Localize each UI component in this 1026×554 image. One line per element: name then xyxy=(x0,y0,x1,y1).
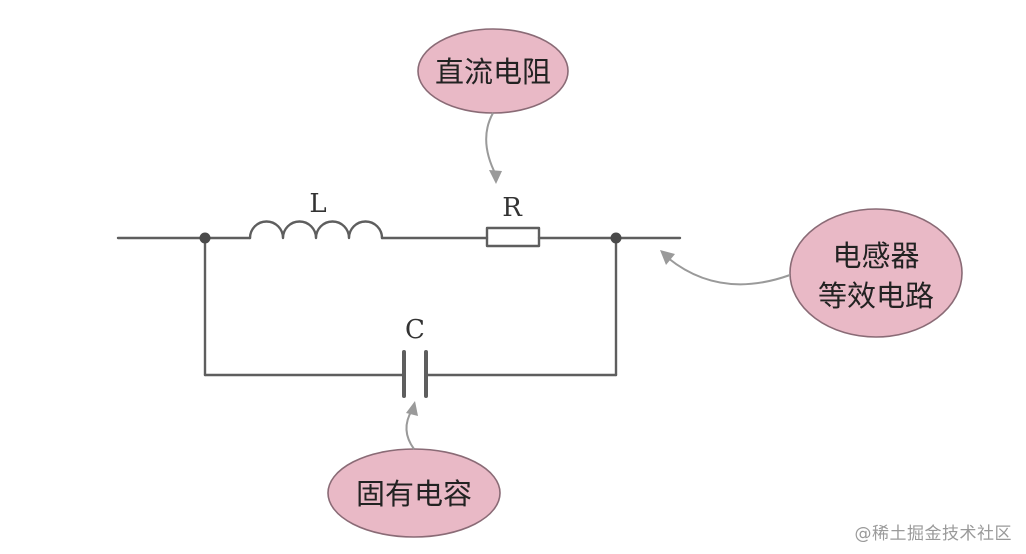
callout-equivalent-circuit-line2: 等效电路 xyxy=(818,279,934,313)
resistor-symbol xyxy=(485,226,541,248)
callout-equivalent-circuit-line1: 电感器 xyxy=(832,239,919,273)
capacitor-label: C xyxy=(405,315,425,345)
junction-right xyxy=(610,232,622,244)
callout-dc-resistance-arrow xyxy=(485,112,497,176)
callout-dc-resistance-text: 直流电阻 xyxy=(435,55,551,89)
watermark: @稀土掘金技术社区 xyxy=(854,524,1012,544)
resistor-label: R xyxy=(502,193,523,223)
callout-inherent-capacitance-arrow xyxy=(405,409,415,450)
callout-dc-resistance-arrowhead xyxy=(489,170,502,184)
junction-left xyxy=(199,232,211,244)
callout-inherent-capacitance-text: 固有电容 xyxy=(356,477,472,511)
callout-equivalent-circuit-arrowhead xyxy=(660,250,675,265)
callout-inherent-capacitance-arrowhead xyxy=(406,401,418,416)
callout-equivalent-circuit-bubble xyxy=(789,208,963,338)
callout-equivalent-circuit-arrow xyxy=(667,257,791,286)
inductor-symbol xyxy=(248,220,384,240)
inductor-label: L xyxy=(309,189,326,219)
